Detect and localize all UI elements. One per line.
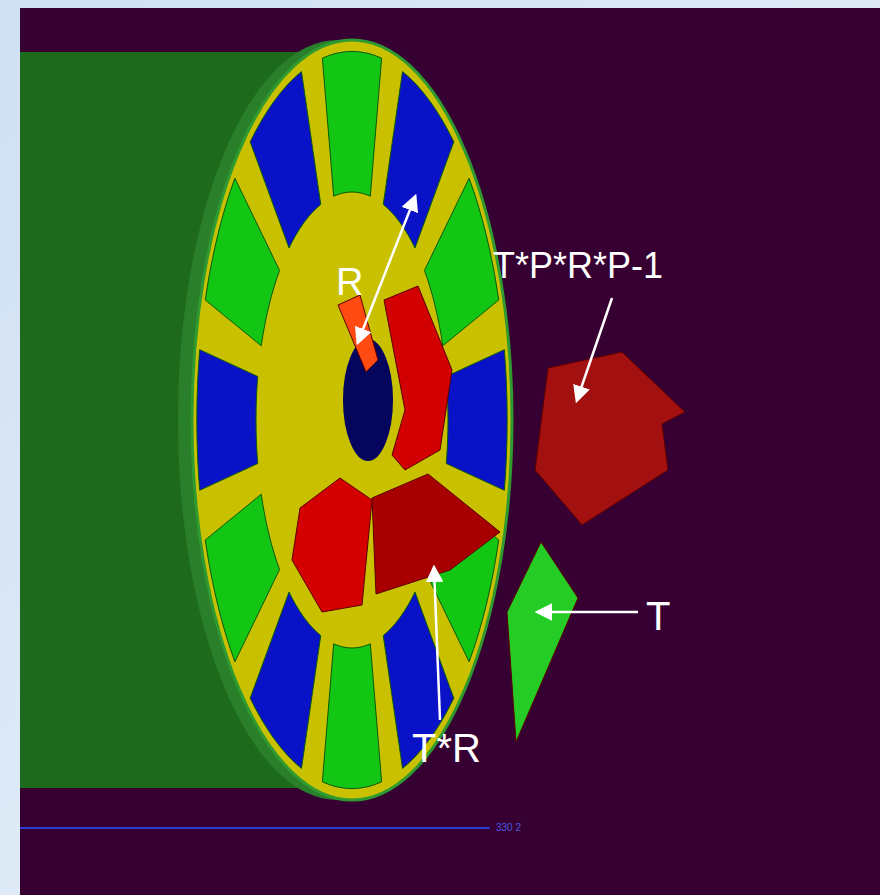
detector-module	[424, 178, 498, 346]
leader-arrow	[577, 298, 612, 400]
transform-label: T	[646, 594, 670, 638]
detector-module	[205, 178, 279, 346]
transformed-piece	[535, 352, 685, 525]
detector-module	[250, 71, 321, 247]
detector-module	[322, 644, 381, 789]
axis-line	[20, 827, 490, 829]
translated-module	[507, 542, 578, 742]
detector-module	[197, 350, 258, 491]
detector-module	[383, 71, 454, 247]
leader-arrow	[434, 568, 440, 720]
render-ground	[20, 8, 880, 895]
end-face	[192, 40, 512, 800]
leader-arrow	[538, 611, 638, 614]
translated-piece	[372, 474, 500, 594]
rotated-piece	[384, 286, 452, 470]
detector-module	[446, 350, 507, 491]
transform-label: T*R	[412, 726, 481, 770]
leader-arrow	[358, 197, 415, 342]
detector-module	[205, 494, 279, 662]
transform-label: T*P*R*P-1	[493, 246, 663, 286]
cylinder	[20, 40, 685, 800]
translated-piece	[292, 478, 372, 612]
detector-module	[250, 592, 321, 768]
detector-module	[322, 51, 381, 196]
scale-text: 330 2	[496, 822, 521, 833]
transform-label: R	[336, 262, 363, 304]
